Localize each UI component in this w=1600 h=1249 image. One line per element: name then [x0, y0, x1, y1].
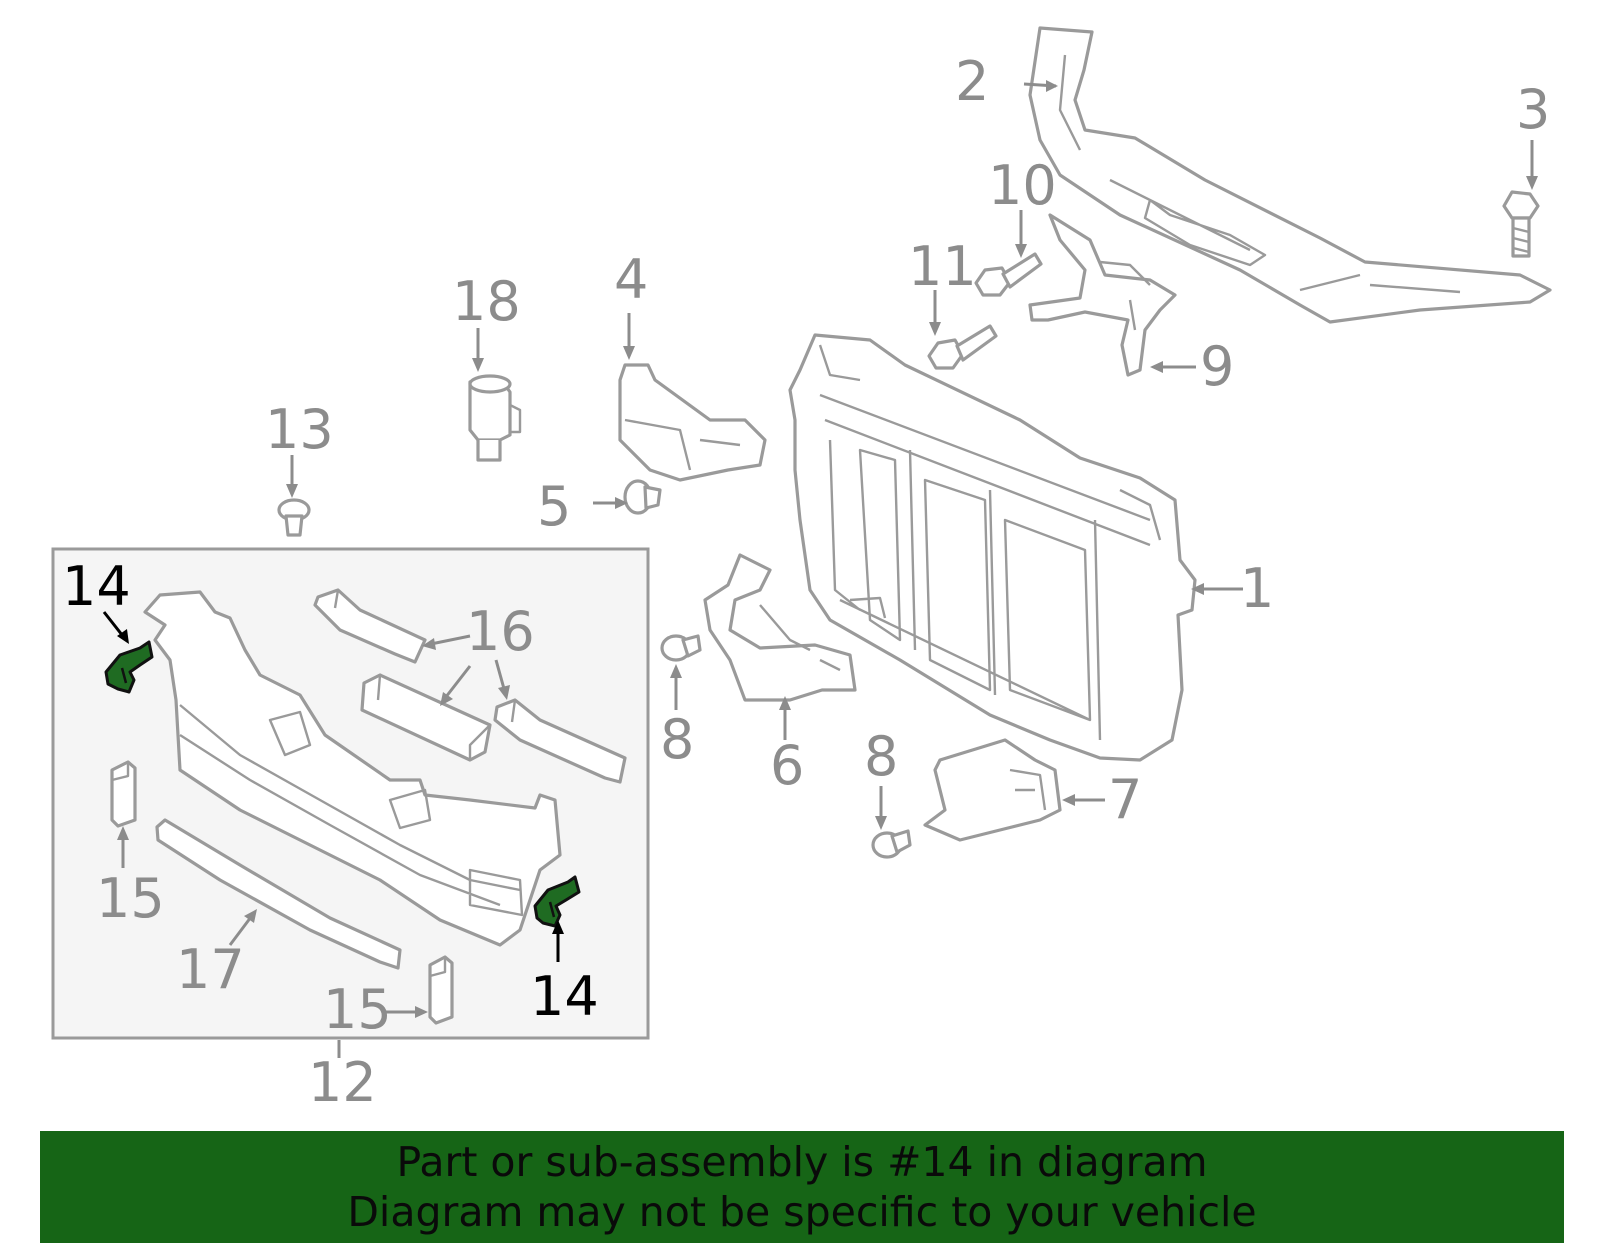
callout-16: 16 — [466, 600, 535, 663]
part-8-clip-a[interactable] — [660, 634, 702, 662]
part-1-radiator-support[interactable] — [788, 333, 1197, 762]
part-13-clip[interactable] — [277, 498, 311, 537]
callout-4: 4 — [614, 248, 648, 311]
callout-18: 18 — [452, 270, 521, 333]
callout-labels: 1 2 3 4 5 6 7 8 8 9 10 11 12 13 14 14 15… — [62, 50, 1550, 1114]
part-2-upper-tie-bar[interactable] — [1028, 26, 1552, 324]
callout-6: 6 — [770, 734, 804, 797]
part-15-spacer-b[interactable] — [428, 955, 454, 1025]
part-10-bolt[interactable] — [974, 252, 1043, 297]
part-4-bracket[interactable] — [618, 363, 767, 482]
callout-2: 2 — [955, 50, 989, 113]
part-6-air-guide[interactable] — [703, 553, 857, 702]
callout-15-right: 15 — [323, 978, 392, 1041]
callout-9: 9 — [1200, 335, 1234, 398]
callout-13: 13 — [265, 398, 334, 461]
banner-line-1: Part or sub-assembly is #14 in diagram — [396, 1138, 1208, 1186]
leader-arrows — [102, 80, 1538, 1058]
callout-1: 1 — [1240, 557, 1274, 620]
callout-8-right: 8 — [864, 725, 898, 788]
part-8-clip-b[interactable] — [871, 829, 912, 859]
part-5-clip[interactable] — [623, 479, 662, 515]
part-16-absorber-b[interactable] — [360, 673, 492, 762]
part-15-spacer-a[interactable] — [110, 760, 137, 828]
callout-5: 5 — [537, 475, 571, 538]
callout-3: 3 — [1516, 78, 1550, 141]
callout-14-right: 14 — [530, 965, 599, 1028]
part-9-bracket[interactable] — [1028, 213, 1177, 377]
part-16-absorber-a[interactable] — [313, 588, 427, 664]
info-banner: Part or sub-assembly is #14 in diagram D… — [40, 1131, 1564, 1243]
callout-12: 12 — [308, 1051, 377, 1114]
part-17-strip[interactable] — [155, 818, 402, 970]
callout-17: 17 — [176, 938, 245, 1001]
part-12-bumper-reinforcement[interactable] — [143, 590, 562, 947]
banner-line-2: Diagram may not be specific to your vehi… — [347, 1188, 1257, 1236]
part-3-bolt[interactable] — [1502, 190, 1540, 258]
part-14-bracket-left[interactable] — [104, 640, 154, 694]
callout-11: 11 — [908, 235, 977, 298]
part-14-bracket-right[interactable] — [533, 875, 581, 928]
callout-10: 10 — [988, 154, 1057, 217]
callout-14-left: 14 — [62, 555, 131, 618]
callout-8-left: 8 — [660, 708, 694, 771]
part-11-bolt[interactable] — [927, 324, 998, 370]
part-16-absorber-c[interactable] — [493, 698, 627, 784]
part-7-air-guide[interactable] — [923, 738, 1062, 842]
callout-15-left: 15 — [96, 867, 165, 930]
part-18-sensor[interactable] — [468, 374, 522, 462]
callout-7: 7 — [1108, 768, 1142, 831]
